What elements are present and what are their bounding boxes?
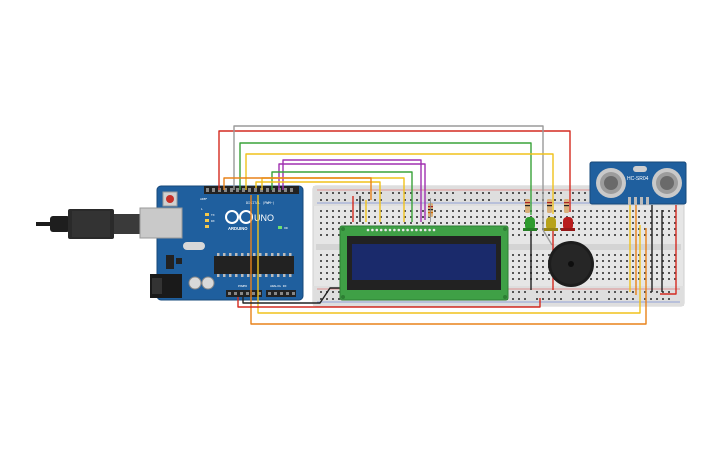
led-green[interactable] xyxy=(523,217,537,231)
crystal xyxy=(183,242,205,250)
digital-header xyxy=(204,186,299,194)
arduino-uno-board[interactable]: DIGITAL (PWM~) AREF TX RX L ON ARDUINO U… xyxy=(139,185,304,301)
wire-yellow-long[interactable] xyxy=(245,153,554,214)
wire-green[interactable] xyxy=(271,171,413,222)
lcd-screen xyxy=(352,244,496,280)
resistor[interactable] xyxy=(547,199,552,213)
led-yellow[interactable] xyxy=(544,217,558,231)
brand-label: ARDUINO xyxy=(228,226,248,231)
arduino-logo: ARDUINO UNO xyxy=(225,210,274,231)
power-header xyxy=(226,290,262,297)
l-label: L xyxy=(201,207,203,211)
power-label: POWER xyxy=(238,284,247,288)
led-red[interactable] xyxy=(561,217,575,231)
resistor[interactable] xyxy=(564,199,569,213)
status-leds: TX RX L ON xyxy=(201,207,288,230)
wire-black-bottom[interactable] xyxy=(242,287,340,304)
ultrasonic-transducer xyxy=(652,168,682,198)
wire-green-long[interactable] xyxy=(239,142,532,215)
wires xyxy=(218,125,677,325)
wire-red-bottom[interactable] xyxy=(237,297,541,308)
wire-orange[interactable] xyxy=(223,177,372,200)
wire-yellow-bottom[interactable] xyxy=(257,195,641,314)
usb-port xyxy=(139,207,183,239)
tx-label: TX xyxy=(211,213,215,217)
wire-purple[interactable] xyxy=(278,163,426,220)
aref-label: AREF xyxy=(200,197,207,201)
ultrasonic-sensor-hc-sr04[interactable]: HC-SR04 xyxy=(589,161,687,205)
wire-orange-bottom[interactable] xyxy=(250,195,647,325)
reset-button[interactable] xyxy=(162,191,178,207)
resistor[interactable] xyxy=(428,198,433,222)
sensor-model-label: HC-SR04 xyxy=(627,176,649,182)
capacitor xyxy=(188,276,202,290)
piezo-buzzer[interactable] xyxy=(548,241,594,287)
lcd-pins xyxy=(366,228,436,232)
led-resistor-group xyxy=(523,199,575,231)
rx-label: RX xyxy=(211,219,215,223)
digital-label: DIGITAL (PWM~) xyxy=(246,201,275,205)
on-label: ON xyxy=(284,226,288,230)
capacitor xyxy=(201,276,215,290)
wire-red-sensor[interactable] xyxy=(660,205,677,295)
wire-gray[interactable] xyxy=(233,125,553,246)
analog-label: ANALOG IN xyxy=(270,284,286,288)
wire-purple[interactable] xyxy=(282,159,422,222)
resistor[interactable] xyxy=(525,199,530,213)
atmega-chip xyxy=(214,256,294,274)
model-label: UNO xyxy=(254,213,274,223)
wire-red-top[interactable] xyxy=(218,130,571,212)
lcd-16x2[interactable] xyxy=(339,225,509,301)
sensor-pins xyxy=(628,197,649,205)
wire-yellow[interactable] xyxy=(255,181,381,222)
ultrasonic-transducer xyxy=(596,168,626,198)
